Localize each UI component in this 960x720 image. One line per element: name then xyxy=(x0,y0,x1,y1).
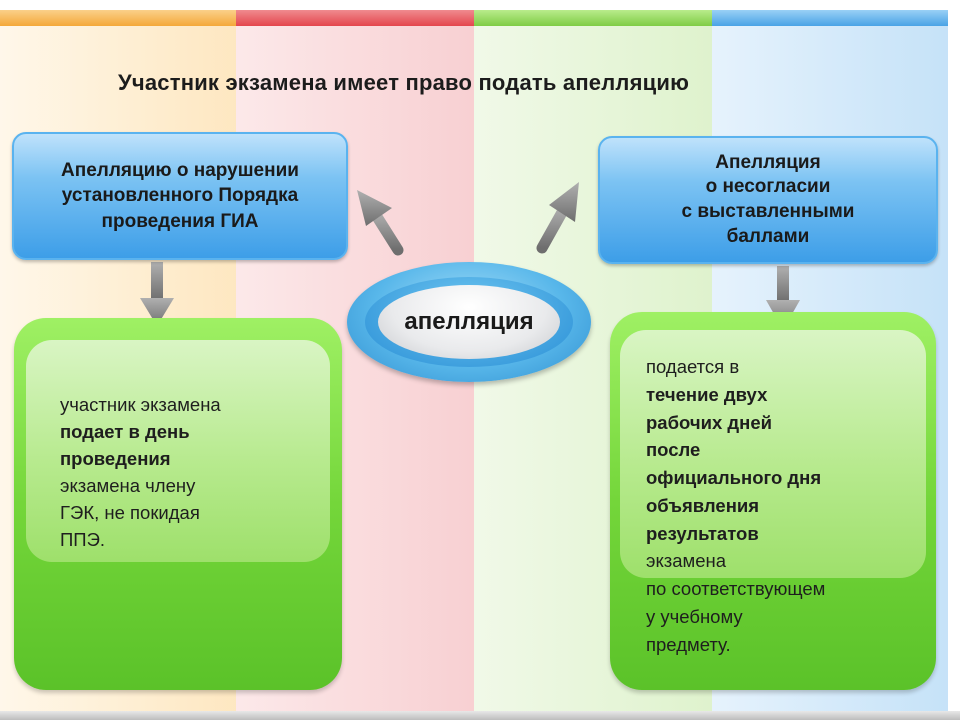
bottom-rule xyxy=(0,711,960,720)
right-body-line: экзамена xyxy=(646,550,727,572)
right-header-line: о несогласии xyxy=(705,176,831,198)
left-body-line: проведения xyxy=(60,448,171,469)
left-body-line: ГЭК, не покидая xyxy=(60,502,200,523)
left-header-line: установленного Порядка xyxy=(61,185,299,207)
right-body-line: результатов xyxy=(646,522,759,544)
right-header-line: Апелляция xyxy=(715,151,821,173)
left-header-box: Апелляцию о нарушении установленного Пор… xyxy=(12,132,348,260)
right-body-line: по соответствующем xyxy=(646,578,826,599)
right-header-line: с выставленными xyxy=(681,201,855,222)
left-body-line: ППЭ. xyxy=(60,529,106,550)
band-green xyxy=(474,10,712,26)
left-green-inner xyxy=(26,340,330,562)
right-body-line: течение двух xyxy=(646,383,768,405)
arrow-up-left-icon xyxy=(357,190,404,256)
right-body-line: после xyxy=(646,439,701,461)
right-body-text: подается в течение двух рабочих дней пос… xyxy=(646,353,926,658)
right-header-line: баллами xyxy=(726,225,810,247)
right-body-line: подается в xyxy=(646,356,740,377)
right-body-line: у учебному xyxy=(646,605,743,627)
right-body-line: объявления xyxy=(646,494,760,516)
left-header-line: Апелляцию о нарушении xyxy=(61,160,299,182)
band-blue xyxy=(712,10,948,26)
band-orange xyxy=(0,10,236,26)
left-body-text: участник экзамена подает в день проведен… xyxy=(60,391,340,553)
right-body-line: официального дня xyxy=(646,467,822,488)
left-header-line: проведения ГИА xyxy=(101,210,259,232)
arrow-down-left-icon xyxy=(140,262,174,326)
right-green-inner xyxy=(620,330,926,578)
left-body-line: экзамена члену xyxy=(60,475,196,496)
left-body-line: подает в день xyxy=(60,421,190,442)
center-label: апелляция xyxy=(378,285,560,359)
band-red xyxy=(236,10,474,26)
right-body-line: предмету. xyxy=(646,633,731,655)
slide-title: Участник экзамена имеет право подать апе… xyxy=(118,70,690,95)
arrow-up-right-icon xyxy=(536,182,579,254)
left-body-line: участник экзамена xyxy=(60,394,221,415)
right-header-box: Апелляция о несогласии с выставленными б… xyxy=(598,136,938,264)
right-body-line: рабочих дней xyxy=(646,411,772,433)
